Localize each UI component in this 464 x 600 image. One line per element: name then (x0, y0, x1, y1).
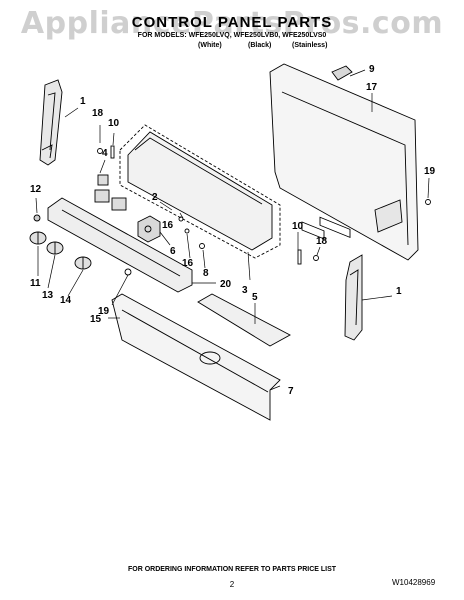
callout-14: 14 (60, 295, 72, 306)
callout-numbers: 1 18 10 12 4 2 16 6 16 8 20 3 11 13 14 1… (30, 64, 436, 397)
color-label-black: (Black) (248, 42, 272, 49)
callout-17: 17 (366, 82, 378, 93)
callout-4: 4 (102, 148, 108, 159)
callout-12: 12 (30, 184, 42, 195)
color-label-stainless: (Stainless) (292, 42, 328, 49)
callout-13: 13 (42, 290, 54, 301)
page-title: CONTROL PANEL PARTS (131, 14, 333, 31)
callout-16-b: 16 (182, 258, 194, 269)
page-number: 2 (229, 580, 235, 589)
part-trim (197, 293, 291, 347)
callout-19-right: 19 (424, 166, 436, 177)
callout-11: 11 (30, 278, 41, 289)
part-control-strip (47, 197, 193, 293)
callout-19-left: 19 (98, 306, 110, 317)
callout-16-a: 16 (162, 220, 174, 231)
callout-3: 3 (242, 285, 248, 296)
part-ignition-switch (137, 215, 161, 243)
callout-20: 20 (220, 279, 232, 290)
part-control-panel-frame (119, 124, 281, 259)
callout-1-left: 1 (80, 96, 86, 107)
part-knobs (29, 231, 92, 270)
callout-7: 7 (288, 386, 294, 397)
part-rear-panel (269, 63, 419, 261)
part-side-bracket-left (39, 79, 63, 166)
leader-lines (35, 69, 430, 391)
part-clip (331, 65, 353, 81)
callout-9: 9 (369, 64, 375, 75)
callout-6: 6 (170, 246, 176, 257)
part-screws (33, 145, 431, 276)
callout-2: 2 (152, 192, 158, 203)
models-line: FOR MODELS: WFE250LVQ, WFE250LVB0, WFE25… (137, 32, 327, 39)
callout-1-right: 1 (396, 286, 402, 297)
callout-18-right: 18 (316, 236, 328, 247)
part-switches (94, 174, 127, 211)
part-side-bracket-right (344, 254, 363, 341)
callout-15: 15 (90, 314, 102, 325)
callout-5: 5 (252, 292, 258, 303)
callout-10-right: 10 (292, 221, 304, 232)
callout-8: 8 (203, 268, 209, 279)
document-number: W10428969 (392, 578, 436, 587)
callout-18-left: 18 (92, 108, 104, 119)
color-label-white: (White) (198, 42, 222, 49)
callout-10-left: 10 (108, 118, 120, 129)
watermark: AppliancePartsPros.com (20, 6, 444, 41)
ordering-note: FOR ORDERING INFORMATION REFER TO PARTS … (127, 566, 337, 573)
